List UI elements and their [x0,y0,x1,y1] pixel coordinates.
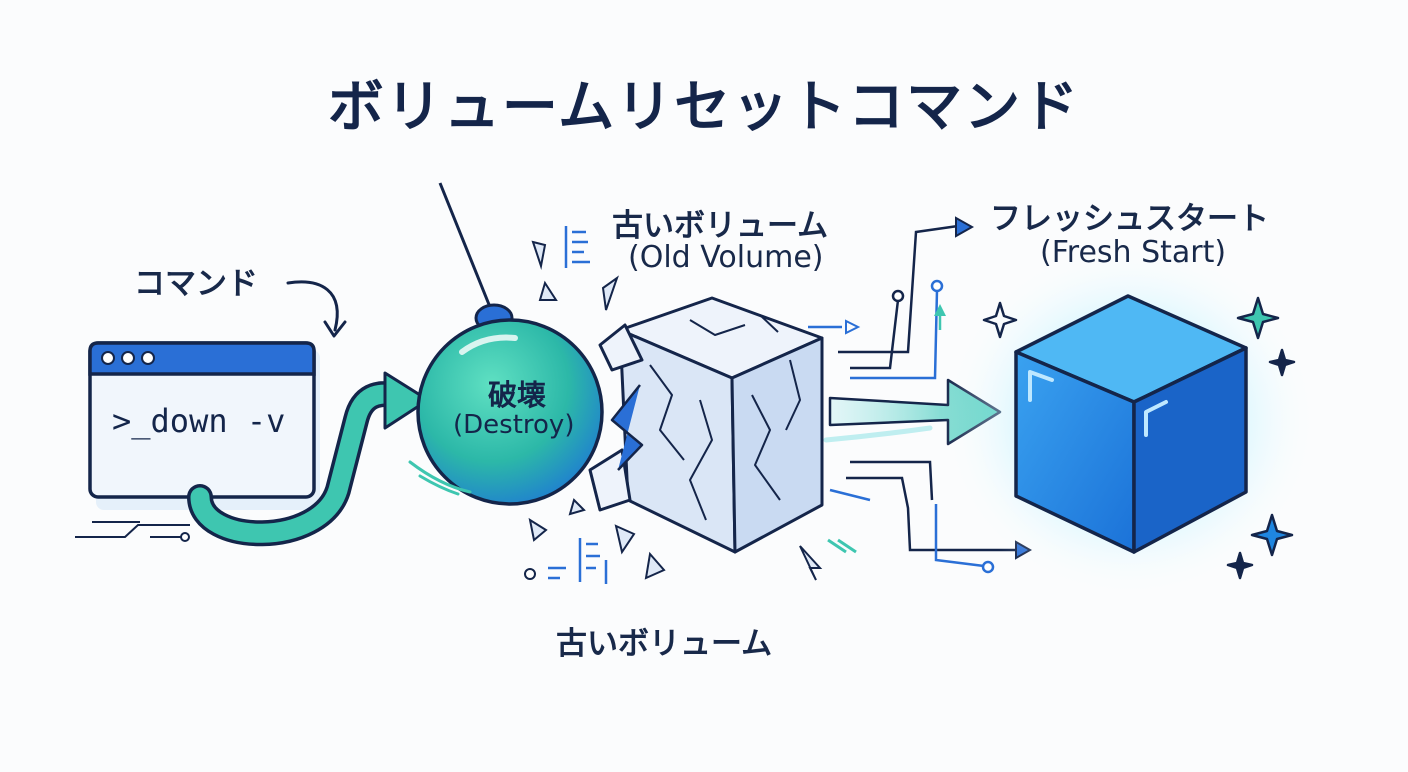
label-old-volume-bottom: 古いボリューム [556,626,773,662]
label-old-volume-en: (Old Volume) [628,240,824,275]
circuit-lines-left [75,521,190,542]
fresh-cube-icon [1014,294,1248,554]
label-fresh-start-ja: フレッシュスタート [990,201,1269,237]
label-command: コマンド [134,266,258,302]
circuit-lines-right [808,216,1033,574]
cracked-cube-icon [588,296,824,554]
label-fresh-start-en: (Fresh Start) [1040,235,1227,270]
terminal-window-icon [88,341,320,510]
chain-line [438,182,494,313]
ball-label-en: (Destroy) [453,410,575,440]
debris-shards [528,240,666,580]
wrecking-ball-icon [408,303,604,506]
command-pointer-arrow [286,280,347,338]
ball-label-ja: 破壊 [488,378,547,412]
label-old-volume-ja: 古いボリューム [612,208,829,244]
flow-arrow-to-ball [187,371,430,547]
cursor-icon [799,538,857,581]
page-title: ボリュームリセットコマンド [327,75,1081,140]
bit-marks [548,226,608,584]
terminal-command: >_down -v [112,402,286,440]
sparkle-icon [982,296,1296,580]
